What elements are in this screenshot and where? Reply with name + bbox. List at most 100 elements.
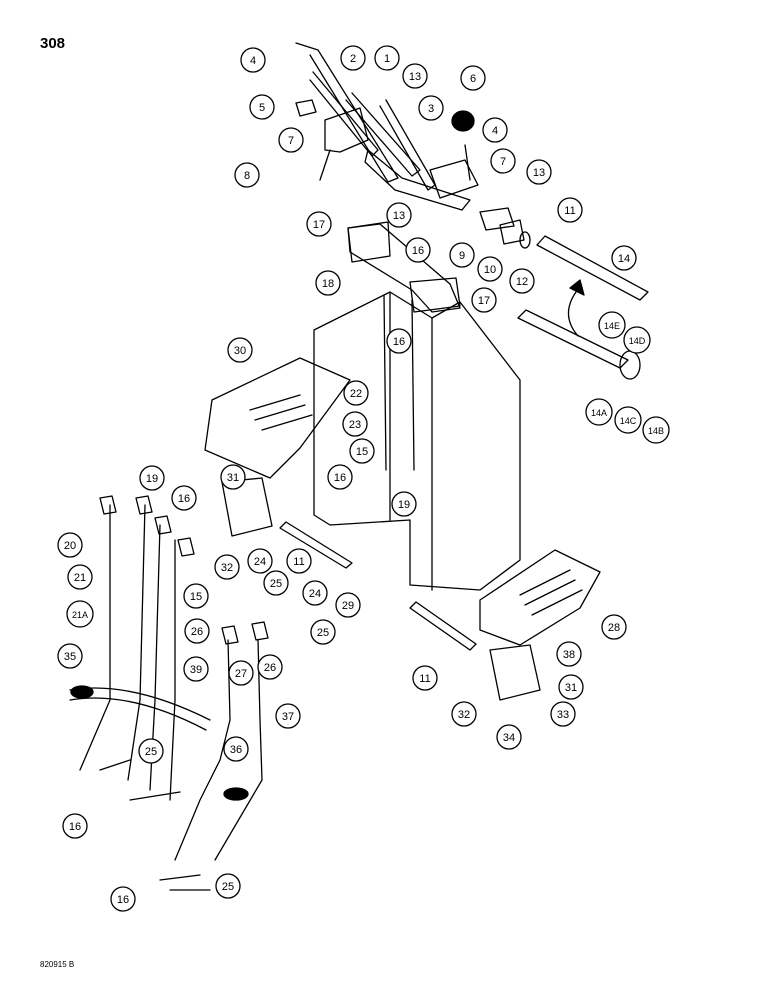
callout-label: 7 [288, 135, 294, 147]
callout-circle [611, 245, 637, 271]
callout-label: 17 [313, 219, 325, 231]
callout-7: 7 [278, 127, 304, 153]
callout-label: 11 [293, 556, 304, 568]
bottom-pins [99, 759, 211, 891]
callout-circle [214, 554, 240, 580]
bushing [499, 219, 525, 245]
callout-16: 16 [62, 813, 88, 839]
callout-label: 37 [282, 711, 294, 723]
callout-circle [343, 380, 369, 406]
callout-circle [482, 117, 508, 143]
callout-24: 24 [247, 548, 273, 574]
callout-4: 4 [240, 47, 266, 73]
callout-25: 25 [215, 873, 241, 899]
console-cover [313, 291, 521, 591]
callout-label: 24 [309, 588, 321, 600]
callout-circle [183, 656, 209, 682]
callout-label: 5 [259, 102, 265, 114]
callout-26: 26 [184, 618, 210, 644]
callout-label: 24 [254, 556, 266, 568]
callout-5: 5 [249, 94, 275, 120]
clamp [295, 99, 317, 117]
callout-label: 15 [190, 591, 202, 603]
callout-circle [249, 94, 275, 120]
clevis [99, 495, 195, 557]
callout-circle [247, 548, 273, 574]
callout-4: 4 [482, 117, 508, 143]
callout-label: 23 [349, 419, 361, 431]
callout-17: 17 [306, 211, 332, 237]
callout-label: 32 [458, 709, 470, 721]
callout-label: 33 [557, 709, 569, 721]
callout-16: 16 [171, 485, 197, 511]
callout-label: 29 [342, 600, 354, 612]
callout-22: 22 [343, 380, 369, 406]
callout-label: 16 [69, 821, 81, 833]
callout-circle [601, 614, 627, 640]
callout-label: 25 [145, 746, 157, 758]
callout-circle [509, 268, 535, 294]
clevis [221, 621, 269, 645]
callout-circle [184, 618, 210, 644]
callout-16: 16 [110, 886, 136, 912]
callout-circle [234, 162, 260, 188]
callout-20: 20 [57, 532, 83, 558]
callout-circle [349, 438, 375, 464]
callout-circle [171, 485, 197, 511]
callout-15: 15 [183, 583, 209, 609]
callout-label: 39 [190, 664, 202, 676]
callout-14c: 14C [614, 406, 642, 434]
callout-16: 16 [405, 237, 431, 263]
callout-circle [302, 580, 328, 606]
callout-38: 38 [556, 641, 582, 667]
pivot-block [429, 159, 479, 199]
mount-bracket [319, 107, 369, 181]
callout-circle [558, 674, 584, 700]
callout-circle [240, 47, 266, 73]
callout-label: 25 [222, 881, 234, 893]
callout-26: 26 [257, 654, 283, 680]
callout-label: 15 [356, 446, 368, 458]
pedal-bracket-31b [489, 644, 541, 701]
callout-circle [67, 564, 93, 590]
callout-label: 9 [459, 250, 465, 262]
callout-13: 13 [402, 63, 428, 89]
callout-3: 3 [418, 95, 444, 121]
callout-14b: 14B [642, 416, 670, 444]
lever-rod [295, 42, 399, 183]
callout-31: 31 [558, 674, 584, 700]
callout-circle [278, 127, 304, 153]
callout-label: 19 [398, 499, 410, 511]
callout-12: 12 [509, 268, 535, 294]
grommet-35 [70, 685, 94, 699]
callout-35: 35 [57, 643, 83, 669]
callout-label: 35 [64, 651, 76, 663]
lower-shaft [517, 309, 629, 369]
cross-bar-plate [347, 221, 391, 263]
callout-circle [306, 211, 332, 237]
callout-label: 16 [178, 493, 190, 505]
control-rod-21 [79, 504, 146, 781]
callout-circle [227, 337, 253, 363]
callout-label: 14 [618, 253, 630, 265]
knob [451, 110, 475, 132]
callout-circle [57, 532, 83, 558]
callout-label: 14C [620, 416, 637, 426]
page-number: 308 [40, 35, 66, 52]
callout-label: 19 [146, 473, 158, 485]
callout-24: 24 [302, 580, 328, 606]
callout-19: 19 [391, 491, 417, 517]
callout-circle [460, 65, 486, 91]
callout-label: 3 [428, 103, 434, 115]
callout-label: 32 [221, 562, 233, 574]
console-cover-edge [389, 291, 433, 591]
lever-rod [345, 92, 421, 177]
callout-circle [315, 270, 341, 296]
callout-label: 16 [393, 336, 405, 348]
callout-circle [556, 641, 582, 667]
pedal-shaft-29 [279, 521, 353, 569]
callout-label: 8 [244, 170, 250, 182]
callout-7: 7 [490, 148, 516, 174]
callout-label: 14B [648, 426, 664, 436]
